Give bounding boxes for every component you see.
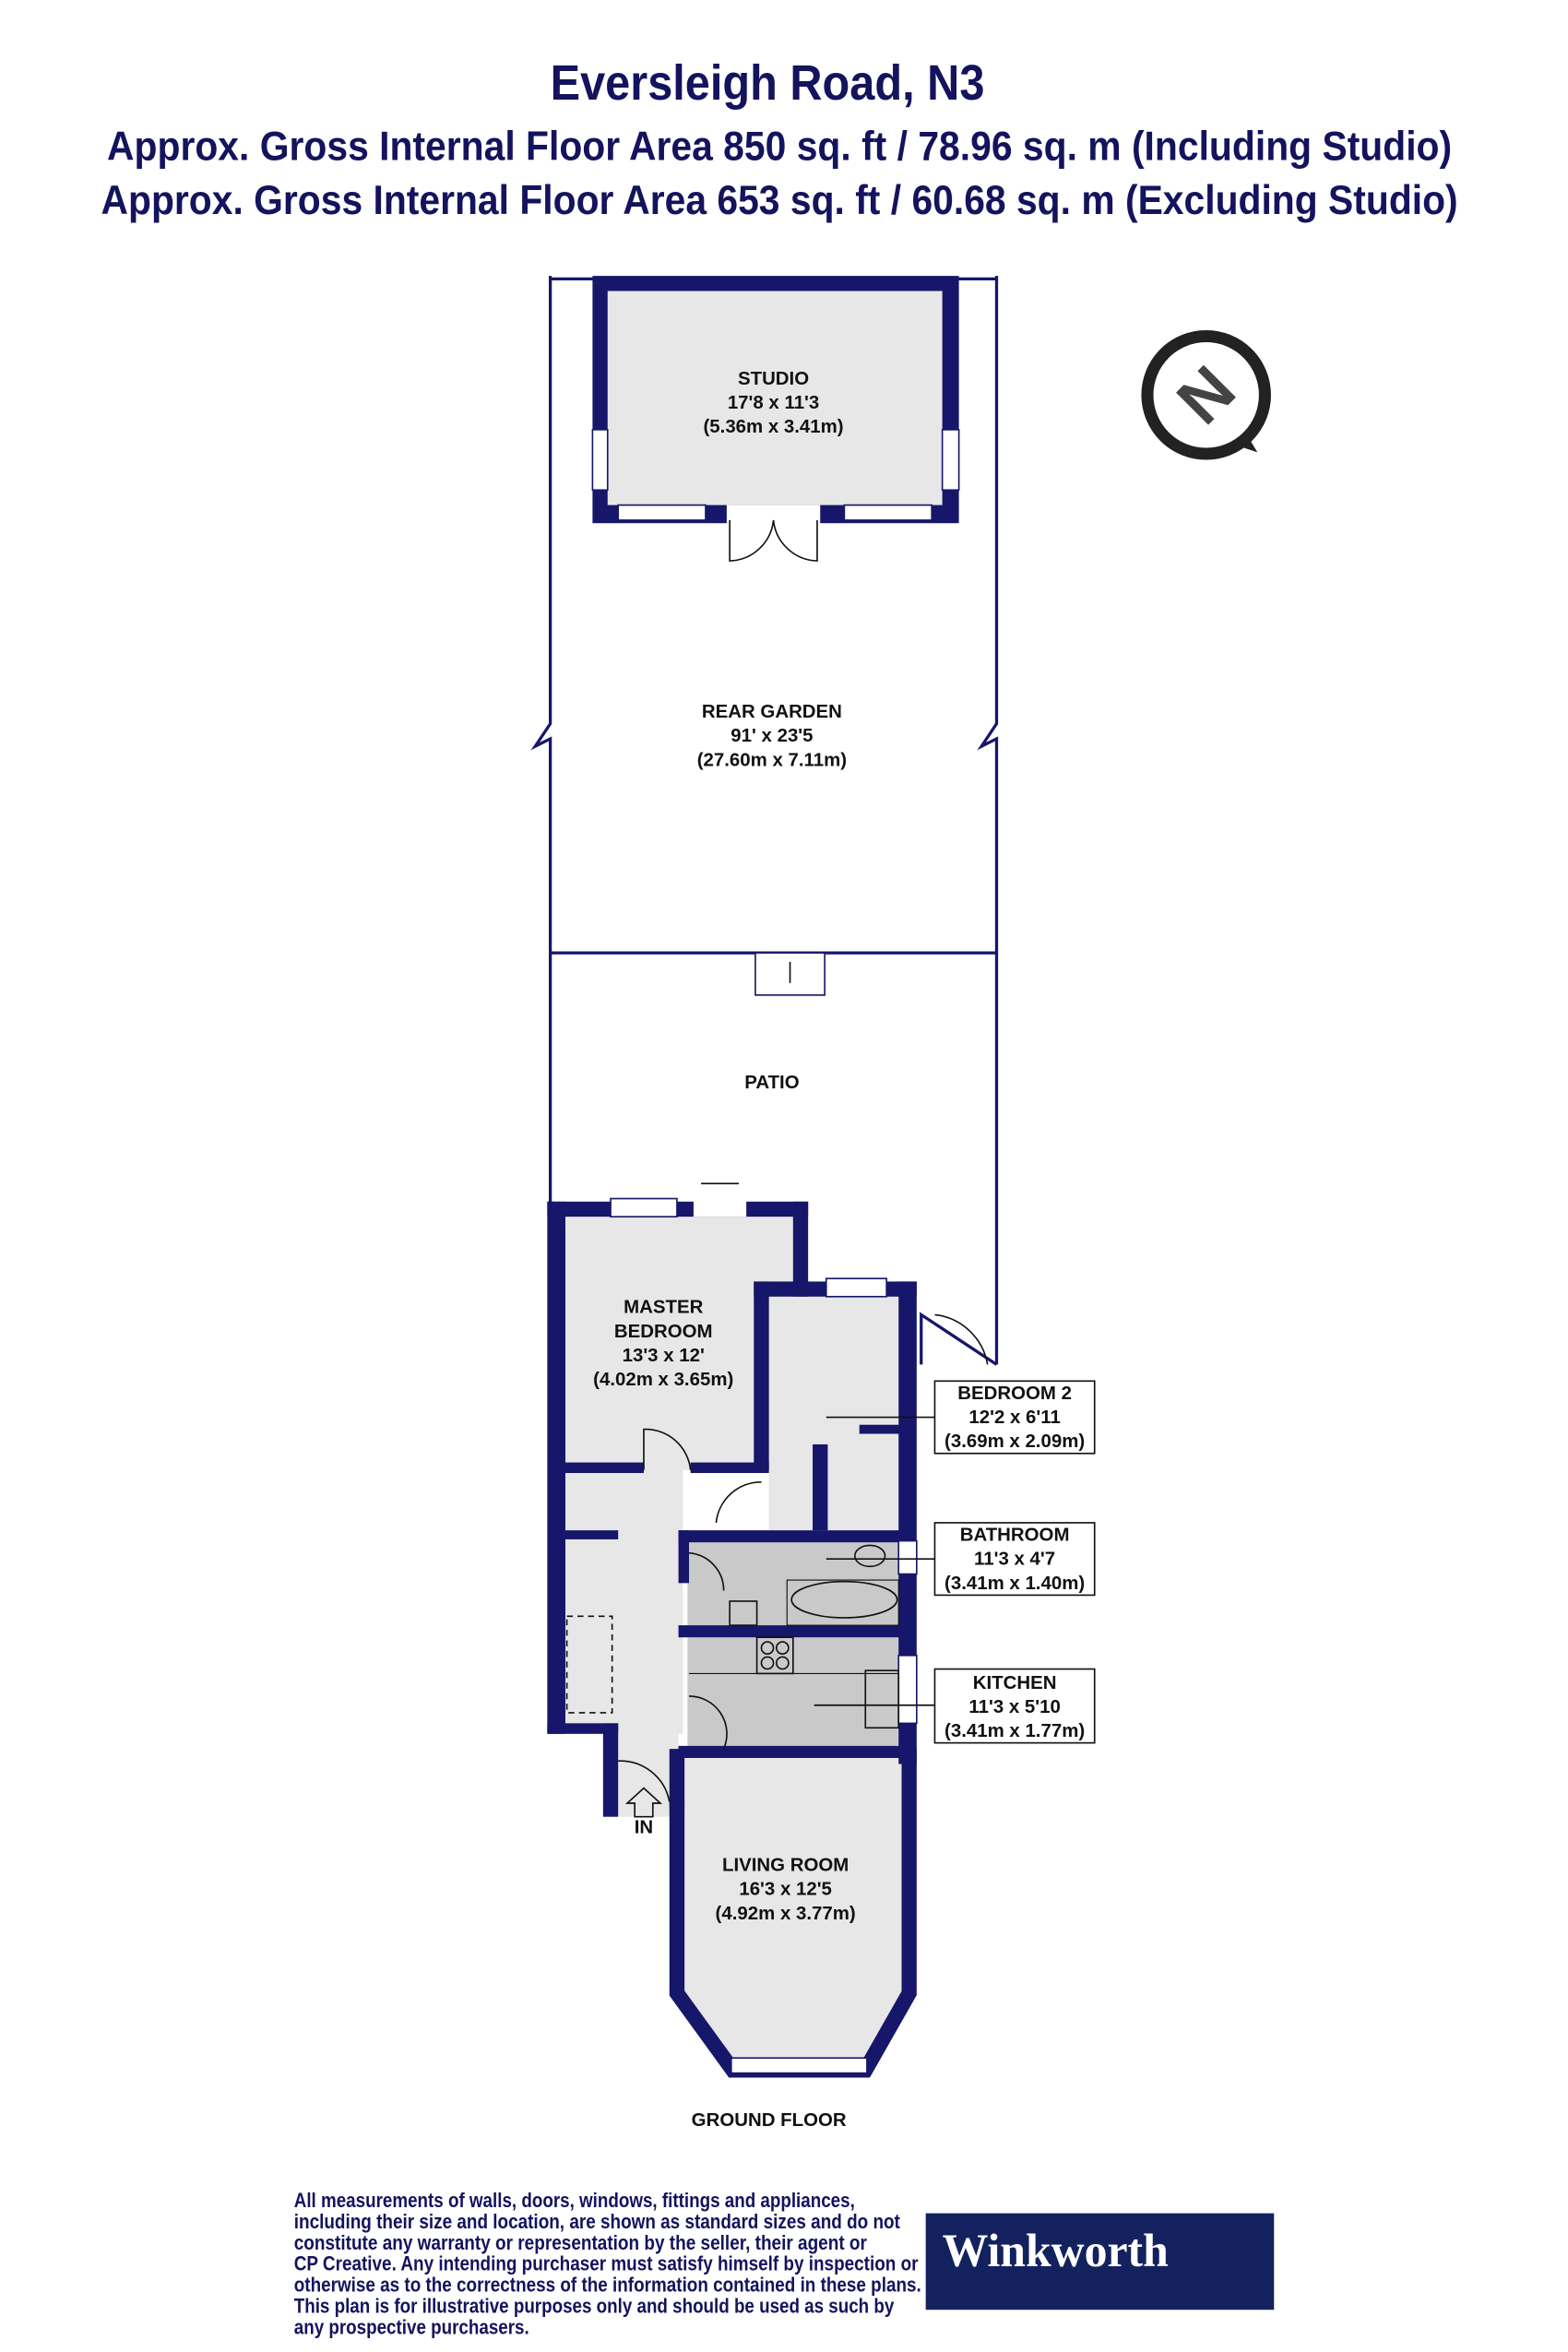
svg-text:constitute any warranty or rep: constitute any warranty or representatio… — [294, 2231, 868, 2254]
svg-text:(3.69m x 2.09m): (3.69m x 2.09m) — [944, 1431, 1085, 1452]
master-bedroom-label: MASTER — [624, 1298, 703, 1318]
svg-text:KITCHEN: KITCHEN — [973, 1673, 1057, 1693]
house-walls — [547, 1197, 998, 2078]
rear-garden-metric: (27.60m x 7.11m) — [697, 750, 847, 770]
svg-text:(3.41m x 1.77m): (3.41m x 1.77m) — [944, 1721, 1085, 1741]
living-room-label: LIVING ROOM — [722, 1856, 849, 1876]
svg-text:any prospective purchasers.: any prospective purchasers. — [294, 2315, 529, 2338]
rear-garden-imperial: 91' x 23'5 — [731, 726, 813, 746]
floor-label: GROUND FLOOR — [692, 2110, 847, 2131]
svg-text:CP Creative. Any intending pur: CP Creative. Any intending purchaser mus… — [294, 2252, 919, 2275]
svg-text:Winkworth: Winkworth — [943, 2225, 1169, 2276]
studio: STUDIO 17'8 x 11'3 (5.36m x 3.41m) — [591, 276, 960, 562]
svg-text:BATHROOM: BATHROOM — [960, 1526, 1070, 1546]
entrance-arrow-icon — [624, 1787, 663, 1818]
area-excluding-studio: Approx. Gross Internal Floor Area 653 sq… — [101, 178, 1458, 223]
svg-text:All measurements of walls, doo: All measurements of walls, doors, window… — [294, 2189, 855, 2212]
kitchen-callout: KITCHEN 11'3 x 5'10 (3.41m x 1.77m) — [814, 1668, 1096, 1744]
svg-text:otherwise as to the correctnes: otherwise as to the correctness of the i… — [294, 2274, 921, 2297]
disclaimer: All measurements of walls, doors, window… — [294, 2189, 921, 2338]
bedroom2-callout: BEDROOM 2 12'2 x 6'11 (3.69m x 2.09m) — [826, 1380, 1096, 1455]
rear-garden-label: REAR GARDEN — [702, 702, 842, 722]
living-room-metric: (4.92m x 3.77m) — [716, 1904, 856, 1924]
patio-label: PATIO — [744, 1073, 799, 1093]
bathroom-callout: BATHROOM 11'3 x 4'7 (3.41m x 1.40m) — [826, 1522, 1096, 1597]
svg-text:(3.41m x 1.40m): (3.41m x 1.40m) — [944, 1574, 1085, 1594]
svg-text:11'3 x 4'7: 11'3 x 4'7 — [974, 1550, 1055, 1570]
north-compass-icon: N — [1141, 329, 1271, 460]
svg-text:11'3 x 5'10: 11'3 x 5'10 — [968, 1697, 1060, 1717]
master-bedroom-label-2: BEDROOM — [614, 1322, 713, 1342]
master-bedroom-metric: (4.02m x 3.65m) — [593, 1370, 733, 1390]
living-room-imperial: 16'3 x 12'5 — [739, 1880, 832, 1900]
entrance-label: IN — [635, 1818, 653, 1838]
studio-metric: (5.36m x 3.41m) — [703, 417, 843, 437]
svg-text:including their size and locat: including their size and location, are s… — [294, 2210, 901, 2233]
winkworth-logo: Winkworth — [925, 2213, 1275, 2310]
page-title: Eversleigh Road, N3 — [551, 55, 985, 111]
rear-garden: REAR GARDEN 91' x 23'5 (27.60m x 7.11m) — [530, 276, 999, 1365]
studio-imperial: 17'8 x 11'3 — [728, 393, 819, 413]
studio-label: STUDIO — [738, 369, 809, 389]
svg-text:12'2 x 6'11: 12'2 x 6'11 — [968, 1408, 1060, 1428]
area-including-studio: Approx. Gross Internal Floor Area 850 sq… — [107, 124, 1452, 169]
svg-text:This plan is for illustrative: This plan is for illustrative purposes o… — [294, 2295, 895, 2318]
svg-text:BEDROOM 2: BEDROOM 2 — [957, 1384, 1072, 1404]
master-bedroom-imperial: 13'3 x 12' — [623, 1346, 705, 1366]
